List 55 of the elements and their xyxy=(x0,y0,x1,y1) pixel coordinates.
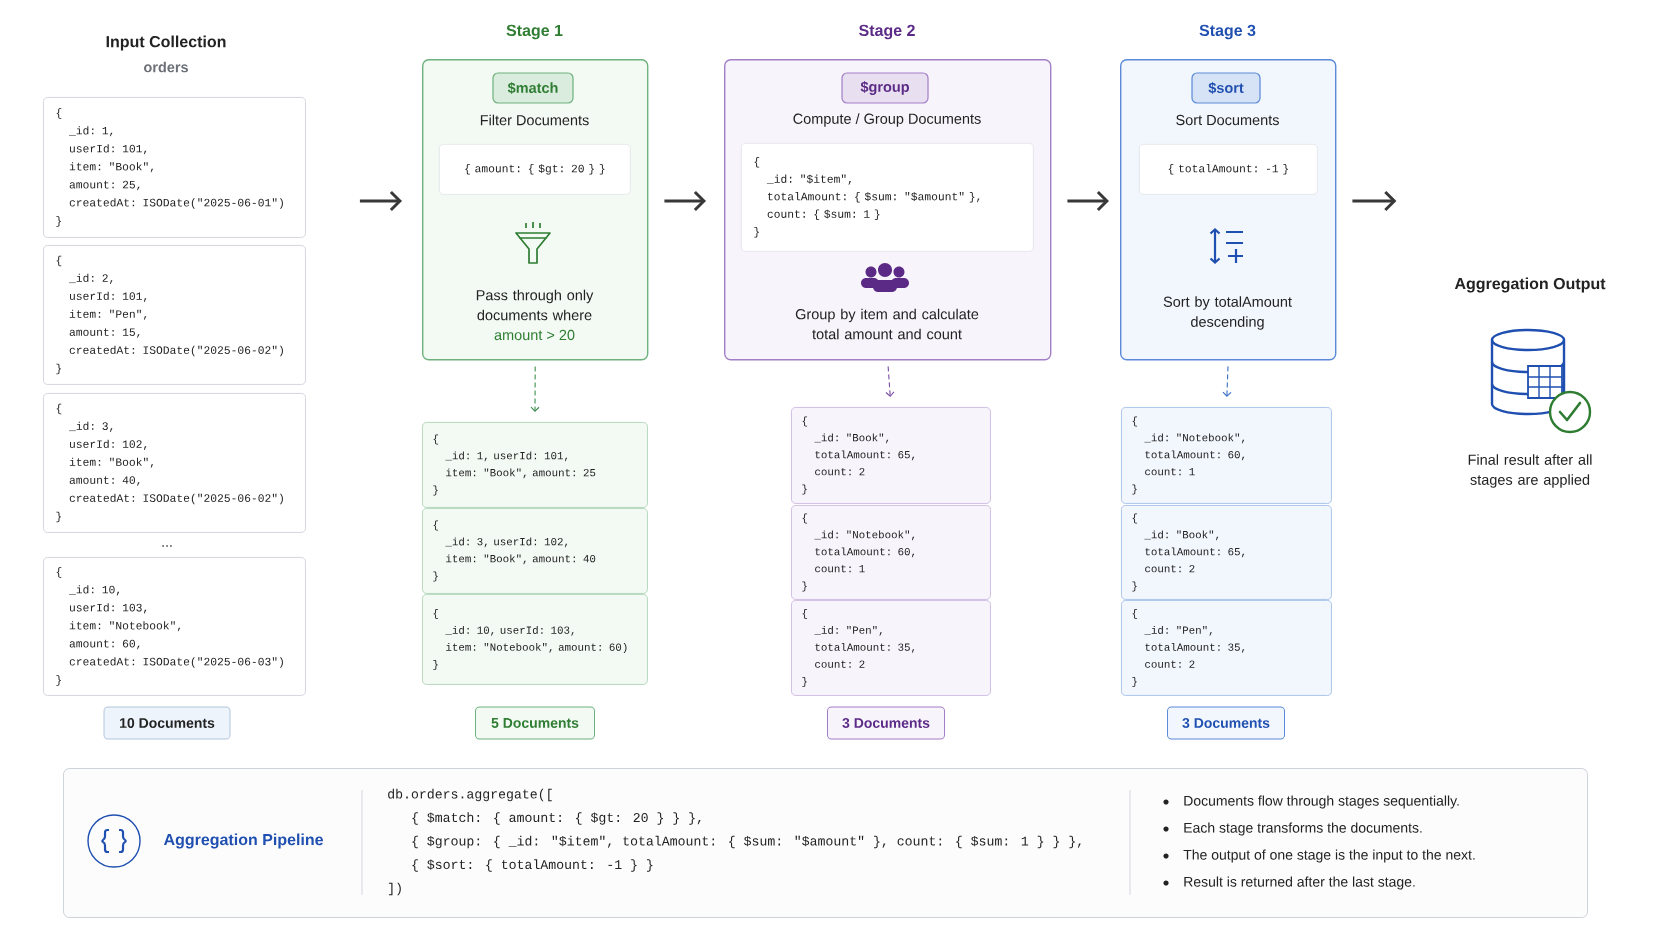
stage-description: Sort by totalAmount descending xyxy=(1163,296,1292,330)
bullet-item: Documents flow through stages sequentially. xyxy=(1163,795,1459,809)
operator-tag: $match xyxy=(492,72,574,104)
document-card: { _id: 2, userId: 101, item: "Pen", amount: 15, createdAt: ISODate("2025-06-02") } xyxy=(43,245,306,385)
operator-tag: $sort xyxy=(1191,72,1261,104)
code-box: { amount: { $gt: 20 } } xyxy=(439,144,631,195)
count-badge: 3 Documents xyxy=(827,706,945,740)
collection-name: orders xyxy=(144,61,188,73)
document-card: { _id: "Book", totalAmount: 65, count: 2 } xyxy=(791,407,991,504)
bullet-item: Each stage transforms the documents. xyxy=(1163,822,1422,836)
document-card: { _id: "Pen", totalAmount: 35, count: 2 } xyxy=(1121,600,1332,696)
stage-heading: Stage 1 xyxy=(506,24,563,40)
arrow xyxy=(530,365,540,412)
document-card: { _id: "Book", totalAmount: 65, count: 2 } xyxy=(1121,505,1332,600)
count-badge: 10 Documents xyxy=(103,706,231,740)
bullet-item: Result is returned after the last stage. xyxy=(1163,876,1415,890)
code-line: ]) xyxy=(388,882,401,896)
document-card: { _id: "Notebook", totalAmount: 60, count: 1 } xyxy=(791,505,991,600)
arrow xyxy=(1352,190,1397,212)
bullet-item: The output of one stage is the input to the next. xyxy=(1163,849,1475,863)
stage-subtitle: Sort Documents xyxy=(1176,114,1279,126)
document-card: { _id: 1, userId: 101, item: "Book", amount: 25, createdAt: ISODate("2025-06-01") } xyxy=(43,97,306,238)
code-box: { _id: "$item", totalAmount: { $sum: "$amount" }, count: { $sum: 1 } } xyxy=(741,143,1034,252)
code-line: db.orders.aggregate([ xyxy=(388,788,552,802)
ellipsis: ... xyxy=(162,545,172,547)
arrow xyxy=(359,190,402,212)
stage-subtitle: Compute / Group Documents xyxy=(793,113,981,127)
column-heading: Input Collection xyxy=(106,35,226,51)
document-card: { _id: 3, userId: 102, item: "Book", amount: 40, createdAt: ISODate("2025-06-02") } xyxy=(43,393,306,533)
document-card: { _id: 10, userId: 103, item: "Notebook", amount: 60) } xyxy=(422,594,648,685)
document-card: { _id: 1, userId: 101, item: "Book", amount: 25 } xyxy=(422,422,648,508)
count-badge: 5 Documents xyxy=(475,706,595,740)
condition-text: amount > 20 xyxy=(494,329,575,341)
stage-heading: Stage 2 xyxy=(859,24,915,40)
stage-description: Pass through only documents where xyxy=(476,289,594,321)
code-line: { $group: { _id: "$item", totalAmount: { $sum: "$amount" }, count: { $sum: 1 } } }, xyxy=(412,835,1081,849)
operator-tag: $group xyxy=(841,72,929,104)
code-box: { totalAmount: -1 } xyxy=(1139,144,1318,195)
arrow xyxy=(1067,190,1109,212)
output-description: Final result after all stages are applied xyxy=(1468,454,1592,488)
stage-heading: Stage 3 xyxy=(1199,24,1256,40)
document-card: { _id: "Pen", totalAmount: 35, count: 2 } xyxy=(791,600,991,696)
output-heading: Aggregation Output xyxy=(1454,277,1606,293)
code-line: { $sort: { totalAmount: -1 } } xyxy=(412,859,653,872)
code-line: { $match: { amount: { $gt: 20 } } }, xyxy=(412,812,701,825)
document-card: { _id: 3, userId: 102, item: "Book", amount: 40 } xyxy=(422,508,648,594)
count-badge: 3 Documents xyxy=(1167,706,1285,740)
arrow xyxy=(885,365,895,398)
stage-description: Group by item and calculate total amount and count xyxy=(795,308,979,340)
document-card: { _id: "Notebook", totalAmount: 60, count: 1 } xyxy=(1121,407,1332,504)
arrow xyxy=(1222,365,1232,397)
arrow xyxy=(664,190,706,212)
document-card: { _id: 10, userId: 103, item: "Notebook", amount: 60, createdAt: ISODate("2025-06-03") } xyxy=(43,557,306,696)
stage-subtitle: Filter Documents xyxy=(480,114,589,126)
panel-title: Aggregation Pipeline xyxy=(163,833,323,849)
